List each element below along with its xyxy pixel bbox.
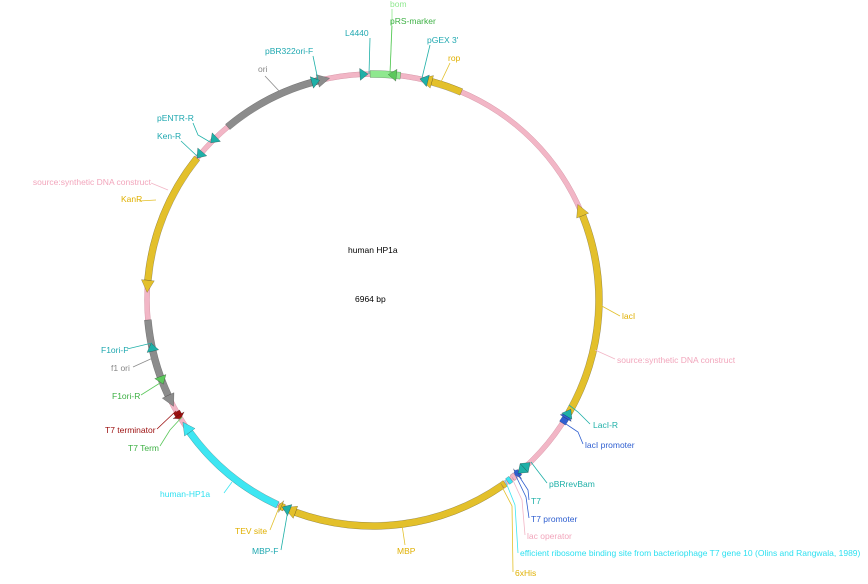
map-title: human HP1a bbox=[348, 245, 398, 255]
label-source-1[interactable]: source:synthetic DNA construct bbox=[33, 177, 152, 187]
primer-l4440[interactable] bbox=[359, 67, 369, 81]
label-pgex3[interactable]: pGEX 3' bbox=[427, 35, 459, 45]
feature-ori[interactable] bbox=[225, 77, 319, 130]
label-laci-promoter[interactable]: lacI promoter bbox=[585, 440, 635, 450]
feature-f1-ori[interactable] bbox=[144, 319, 172, 398]
feature-t7-terminator[interactable] bbox=[173, 409, 182, 418]
label-l4440[interactable]: L4440 bbox=[345, 28, 369, 38]
primer-pbrrevbam[interactable] bbox=[519, 462, 531, 474]
label-pbr322ori-f[interactable]: pBR322ori-F bbox=[265, 46, 313, 56]
primer-t7[interactable] bbox=[517, 463, 529, 474]
label-source-2[interactable]: source:synthetic DNA construct bbox=[617, 355, 736, 365]
label-6xhis[interactable]: 6xHis bbox=[515, 568, 536, 578]
primers-layer bbox=[146, 67, 573, 517]
primer-f1ori-f[interactable] bbox=[146, 342, 160, 353]
label-ori[interactable]: ori bbox=[258, 64, 268, 74]
feature-arrowhead-kanr[interactable] bbox=[140, 279, 155, 293]
features-layer bbox=[140, 70, 603, 530]
feature-6xhis[interactable] bbox=[499, 480, 508, 489]
label-lac-operator[interactable]: lac operator bbox=[527, 531, 572, 541]
label-t7-promoter[interactable]: T7 promoter bbox=[531, 514, 577, 524]
primer-mbp-f[interactable] bbox=[281, 504, 293, 517]
label-t7[interactable]: T7 bbox=[531, 496, 541, 506]
feature-laci[interactable] bbox=[565, 214, 603, 416]
label-laci[interactable]: lacI bbox=[622, 311, 635, 321]
feature-laci-promoter[interactable] bbox=[559, 415, 570, 426]
primer-laci-r[interactable] bbox=[561, 408, 573, 420]
label-human-hp1a[interactable]: human-HP1a bbox=[160, 489, 210, 499]
feature-kanr[interactable] bbox=[144, 155, 201, 281]
map-length: 6964 bp bbox=[355, 294, 386, 304]
label-ken-r[interactable]: Ken-R bbox=[157, 131, 181, 141]
primer-prs-marker[interactable] bbox=[387, 68, 398, 82]
feature-efficient-ribosome-binding-site[interactable] bbox=[505, 475, 514, 485]
feature-labels: bom pRS-marker L4440 pGEX 3' rop pBR322o… bbox=[33, 0, 861, 578]
feature-mbp[interactable] bbox=[293, 482, 505, 530]
label-tev-site[interactable]: TEV site bbox=[235, 526, 267, 536]
label-pbrrevbam[interactable]: pBRrevBam bbox=[549, 479, 595, 489]
feature-arrowhead-f1-ori[interactable] bbox=[161, 392, 175, 407]
label-bom[interactable]: bom bbox=[390, 0, 407, 9]
primer-f1ori-r[interactable] bbox=[154, 374, 167, 385]
label-pentr-r[interactable]: pENTR-R bbox=[157, 113, 194, 123]
feature-arrowhead-t7-terminator[interactable] bbox=[172, 411, 185, 419]
primer-pentr-r[interactable] bbox=[210, 132, 222, 144]
feature-lac-operator[interactable] bbox=[509, 472, 518, 481]
leader-lines bbox=[126, 9, 621, 573]
label-prs-marker[interactable]: pRS-marker bbox=[390, 16, 436, 26]
primer-pgex-3[interactable] bbox=[419, 74, 430, 88]
label-rop[interactable]: rop bbox=[448, 53, 461, 63]
label-f1ori-f[interactable]: F1ori-F bbox=[101, 345, 128, 355]
label-mbp[interactable]: MBP bbox=[397, 546, 416, 556]
label-f1ori-r[interactable]: F1ori-R bbox=[112, 391, 140, 401]
label-rbs[interactable]: efficient ribosome binding site from bac… bbox=[520, 548, 861, 558]
primer-pbr322ori-f[interactable] bbox=[309, 76, 321, 89]
label-t7-term[interactable]: T7 Term bbox=[128, 443, 159, 453]
label-kanr[interactable]: KanR bbox=[121, 194, 142, 204]
label-f1-ori[interactable]: f1 ori bbox=[111, 363, 130, 373]
feature-arrowhead-laci[interactable] bbox=[576, 203, 590, 219]
label-laci-r[interactable]: LacI-R bbox=[593, 420, 618, 430]
feature-rop[interactable] bbox=[430, 78, 464, 96]
feature-arrowhead-human-hp1a[interactable] bbox=[182, 421, 196, 437]
label-mbp-f[interactable]: MBP-F bbox=[252, 546, 278, 556]
label-t7-terminator[interactable]: T7 terminator bbox=[105, 425, 156, 435]
primer-ken-r[interactable] bbox=[196, 147, 208, 159]
